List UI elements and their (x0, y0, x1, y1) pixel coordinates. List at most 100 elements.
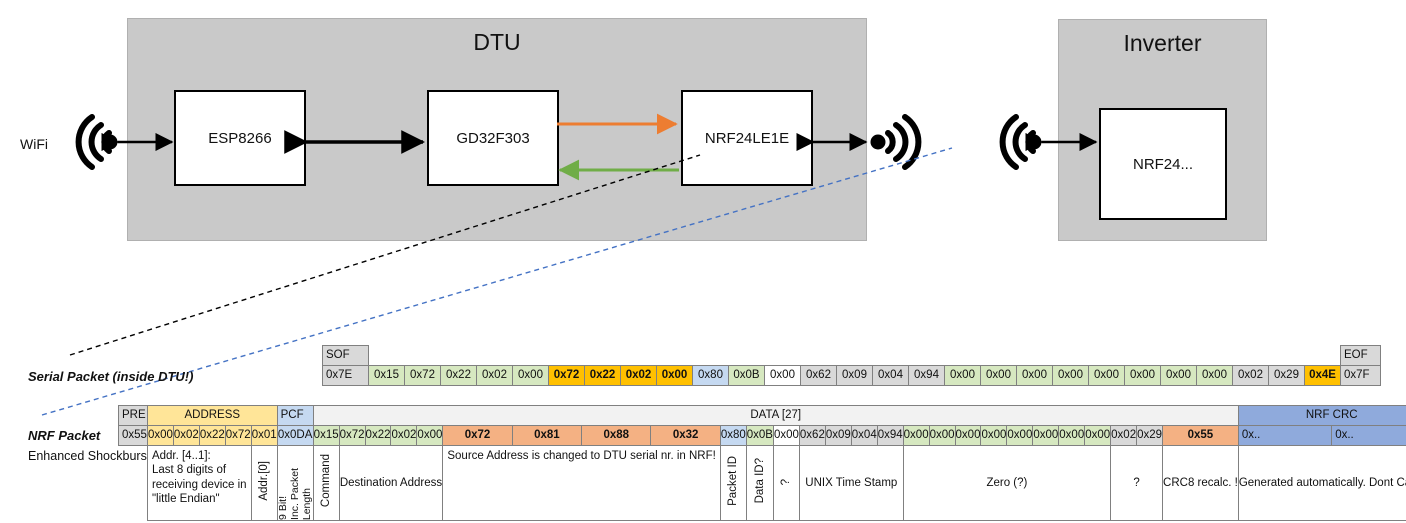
nrf-packet-byte: 0x55 (1162, 425, 1239, 446)
nrf-packet-byte: 0x00 (416, 425, 444, 446)
serial-packet-header-row: SOF EOF (322, 345, 1381, 366)
annotation-data-id-text: Data ID? (753, 458, 766, 504)
nrf-packet-row-label: NRF Packet (28, 428, 101, 443)
nrf-packet-byte: 0x88 (581, 425, 652, 446)
serial-packet-byte: 0x00 (656, 365, 693, 386)
wifi-label: WiFi (20, 136, 48, 152)
callout-line-serial (69, 154, 701, 356)
nrf-packet-byte: 0x72 (338, 425, 366, 446)
nrf-packet-byte: 0x00 (772, 425, 800, 446)
chip-nrf24: NRF24... (1099, 108, 1227, 220)
serial-packet-byte: 0x00 (980, 365, 1017, 386)
serial-packet-byte: 0x22 (584, 365, 621, 386)
annotation-address: Addr. [4..1]: Last 8 digits of receiving… (146, 445, 252, 521)
serial-packet-byte: 0x00 (1124, 365, 1161, 386)
chip-nrf24-label: NRF24... (1132, 155, 1193, 173)
nrf-pre-header: PRE (118, 405, 148, 426)
serial-packet-byte: 0x4E (1304, 365, 1341, 386)
nrf-packet-byte: 0x32 (650, 425, 721, 446)
serial-packet-byte: 0x80 (692, 365, 729, 386)
annotation-unknown-2: ? (1110, 445, 1164, 521)
serial-sof-value: 0x7E (322, 365, 369, 386)
serial-packet-byte: 0x72 (548, 365, 585, 386)
chip-esp8266-label: ESP8266 (208, 129, 272, 147)
nrf-address-byte: 0x22 (198, 425, 226, 446)
nrf-annotation-row: Addr. [4..1]: Last 8 digits of receiving… (119, 445, 1406, 521)
chip-gd32f303: GD32F303 (427, 90, 559, 186)
nrf-packet-byte: 0x00 (902, 425, 930, 446)
wifi-antenna-dot (102, 134, 118, 150)
nrf-pcf-header: PCF (276, 405, 314, 426)
annotation-addr0-text: Addr.[0] (258, 460, 271, 501)
nrf-packet-byte: 0x29 (1136, 425, 1164, 446)
nrf-packet-byte: 0x00 (1032, 425, 1060, 446)
serial-packet-byte: 0x04 (872, 365, 909, 386)
serial-packet-byte: 0x09 (836, 365, 873, 386)
nrf-packet-table: PRE ADDRESS PCF DATA [27] NRF CRC 0x55 0… (118, 405, 1406, 521)
nrf-address-byte: 0x01 (250, 425, 278, 446)
nrf-packet-byte: 0x15 (312, 425, 340, 446)
nrf-packet-byte: 0x00 (980, 425, 1008, 446)
annotation-data-id: Data ID? (745, 445, 774, 521)
inverter-title: Inverter (1123, 30, 1202, 56)
annotation-pcf-line2: Inc. Packet (288, 468, 301, 520)
serial-packet-byte: 0x15 (368, 365, 405, 386)
nrf-packet-byte: 0x04 (850, 425, 878, 446)
nrf-address-byte: 0x00 (146, 425, 174, 446)
inverter-antenna-dot (1026, 134, 1042, 150)
serial-packet-byte: 0x00 (1160, 365, 1197, 386)
serial-packet-byte: 0x02 (1232, 365, 1269, 386)
nrf-packet-byte: 0x62 (798, 425, 826, 446)
nrf-packet-byte: 0x09 (824, 425, 852, 446)
annotation-spacer (119, 446, 148, 521)
nrf-crc-header: NRF CRC (1237, 405, 1406, 426)
annotation-pcf: 9 Bit! Inc. Packet Length (276, 445, 314, 521)
nrf-data-header: DATA [27] (312, 405, 1239, 426)
nrf-packet-byte: 0x22 (364, 425, 392, 446)
annotation-packet-id: Packet ID (719, 445, 747, 521)
serial-eof-value: 0x7F (1340, 365, 1381, 386)
nrf-packet-byte: 0x94 (876, 425, 904, 446)
serial-packet-byte: 0x00 (512, 365, 549, 386)
nrf-packet-byte: 0x00 (1006, 425, 1034, 446)
nrf-address-byte: 0x02 (172, 425, 200, 446)
nrf-packet-byte: 0x02 (390, 425, 418, 446)
annotation-source-address: Source Address is changed to DTU serial … (442, 445, 721, 521)
serial-packet-byte: 0x00 (1196, 365, 1233, 386)
serial-packet-byte: 0x00 (764, 365, 801, 386)
annotation-unknown-1-text: ? (780, 479, 793, 486)
annotation-addr0: Addr.[0] (250, 445, 278, 521)
nrf-packet-byte: 0x80 (719, 425, 747, 446)
annotation-command: Command (312, 445, 340, 521)
annotation-pcf-line3: Length (300, 487, 313, 520)
serial-packet-byte: 0x94 (908, 365, 945, 386)
nrf-pre-value: 0x55 (118, 425, 148, 446)
nrf-packet-byte: 0x72 (442, 425, 513, 446)
nrf-packet-byte: 0x00 (928, 425, 956, 446)
annotation-command-text: Command (320, 454, 333, 508)
dtu-rf-antenna-icon (885, 114, 922, 170)
annotation-pcf-line1: 9 Bit! (277, 496, 289, 520)
nrf-packet-header-row: PRE ADDRESS PCF DATA [27] NRF CRC (118, 405, 1406, 426)
annotation-zero: Zero (?) (902, 445, 1112, 521)
dtu-title: DTU (473, 29, 521, 55)
annotation-generated: Generated automatically. Dont Care! (1237, 445, 1406, 521)
serial-packet-byte: 0x02 (476, 365, 513, 386)
serial-eof-header: EOF (1340, 345, 1381, 366)
annotation-unknown-1: ? (772, 445, 800, 521)
serial-packet-byte: 0x00 (1088, 365, 1125, 386)
serial-packet-byte: 0x00 (1052, 365, 1089, 386)
dtu-antenna-dot (870, 134, 886, 150)
serial-packet-byte: 0x0B (728, 365, 765, 386)
serial-packet-row-label: Serial Packet (inside DTU!) (28, 369, 194, 384)
serial-packet-byte: 0x22 (440, 365, 477, 386)
chip-esp8266: ESP8266 (174, 90, 306, 186)
serial-sof-header: SOF (322, 345, 369, 366)
chip-nrf24le1e-label: NRF24LE1E (704, 129, 790, 147)
nrf-address-byte: 0x72 (224, 425, 252, 446)
shockburst-row-label: Enhanced Shockburst (28, 449, 151, 463)
